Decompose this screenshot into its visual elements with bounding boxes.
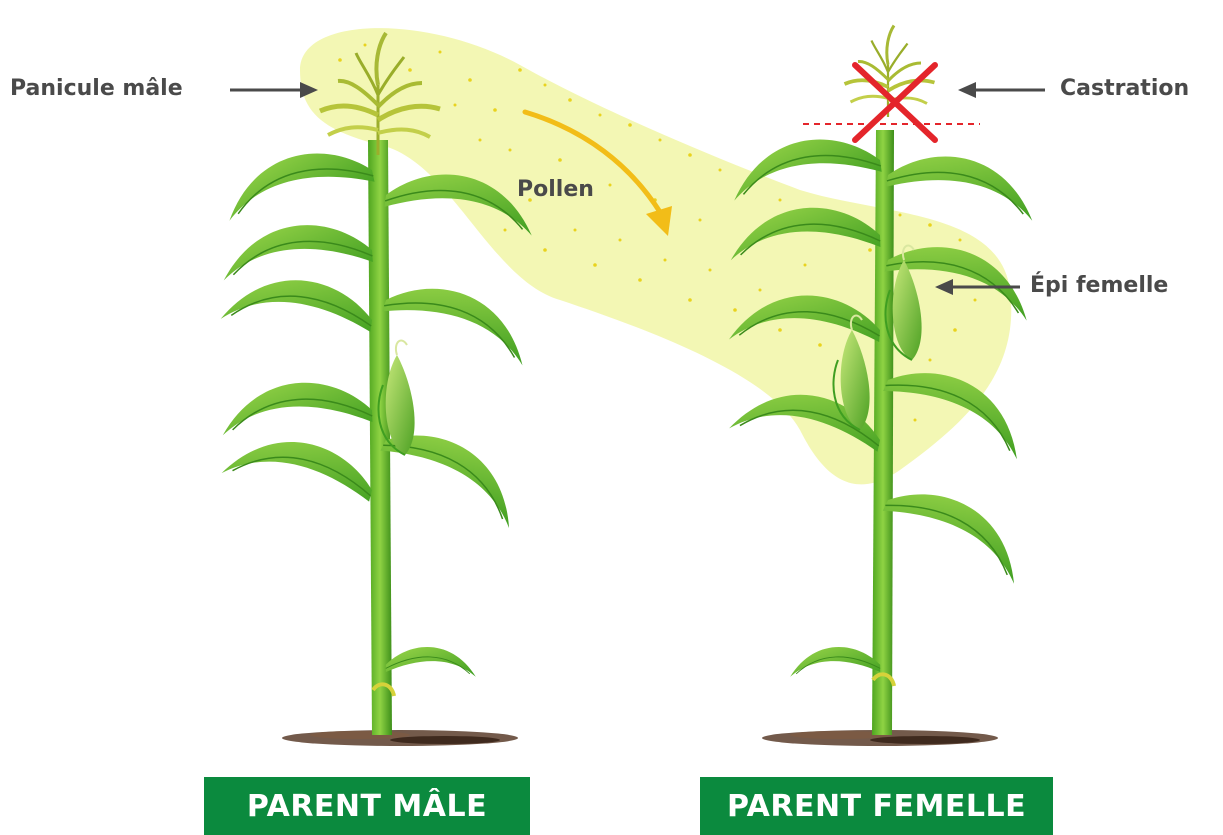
female-parent-banner: PARENT FEMELLE (700, 777, 1053, 835)
male-parent-banner: PARENT MÂLE (204, 777, 530, 835)
label-male-tassel: Panicule mâle (10, 76, 183, 101)
label-pollen: Pollen (517, 177, 594, 202)
arrow-left-icon (958, 82, 1045, 98)
arrow-right-icon (230, 82, 318, 98)
male-stalk (368, 140, 392, 735)
label-female-ear: Épi femelle (1030, 273, 1168, 298)
label-castration: Castration (1060, 76, 1189, 101)
soil-left (282, 730, 518, 746)
